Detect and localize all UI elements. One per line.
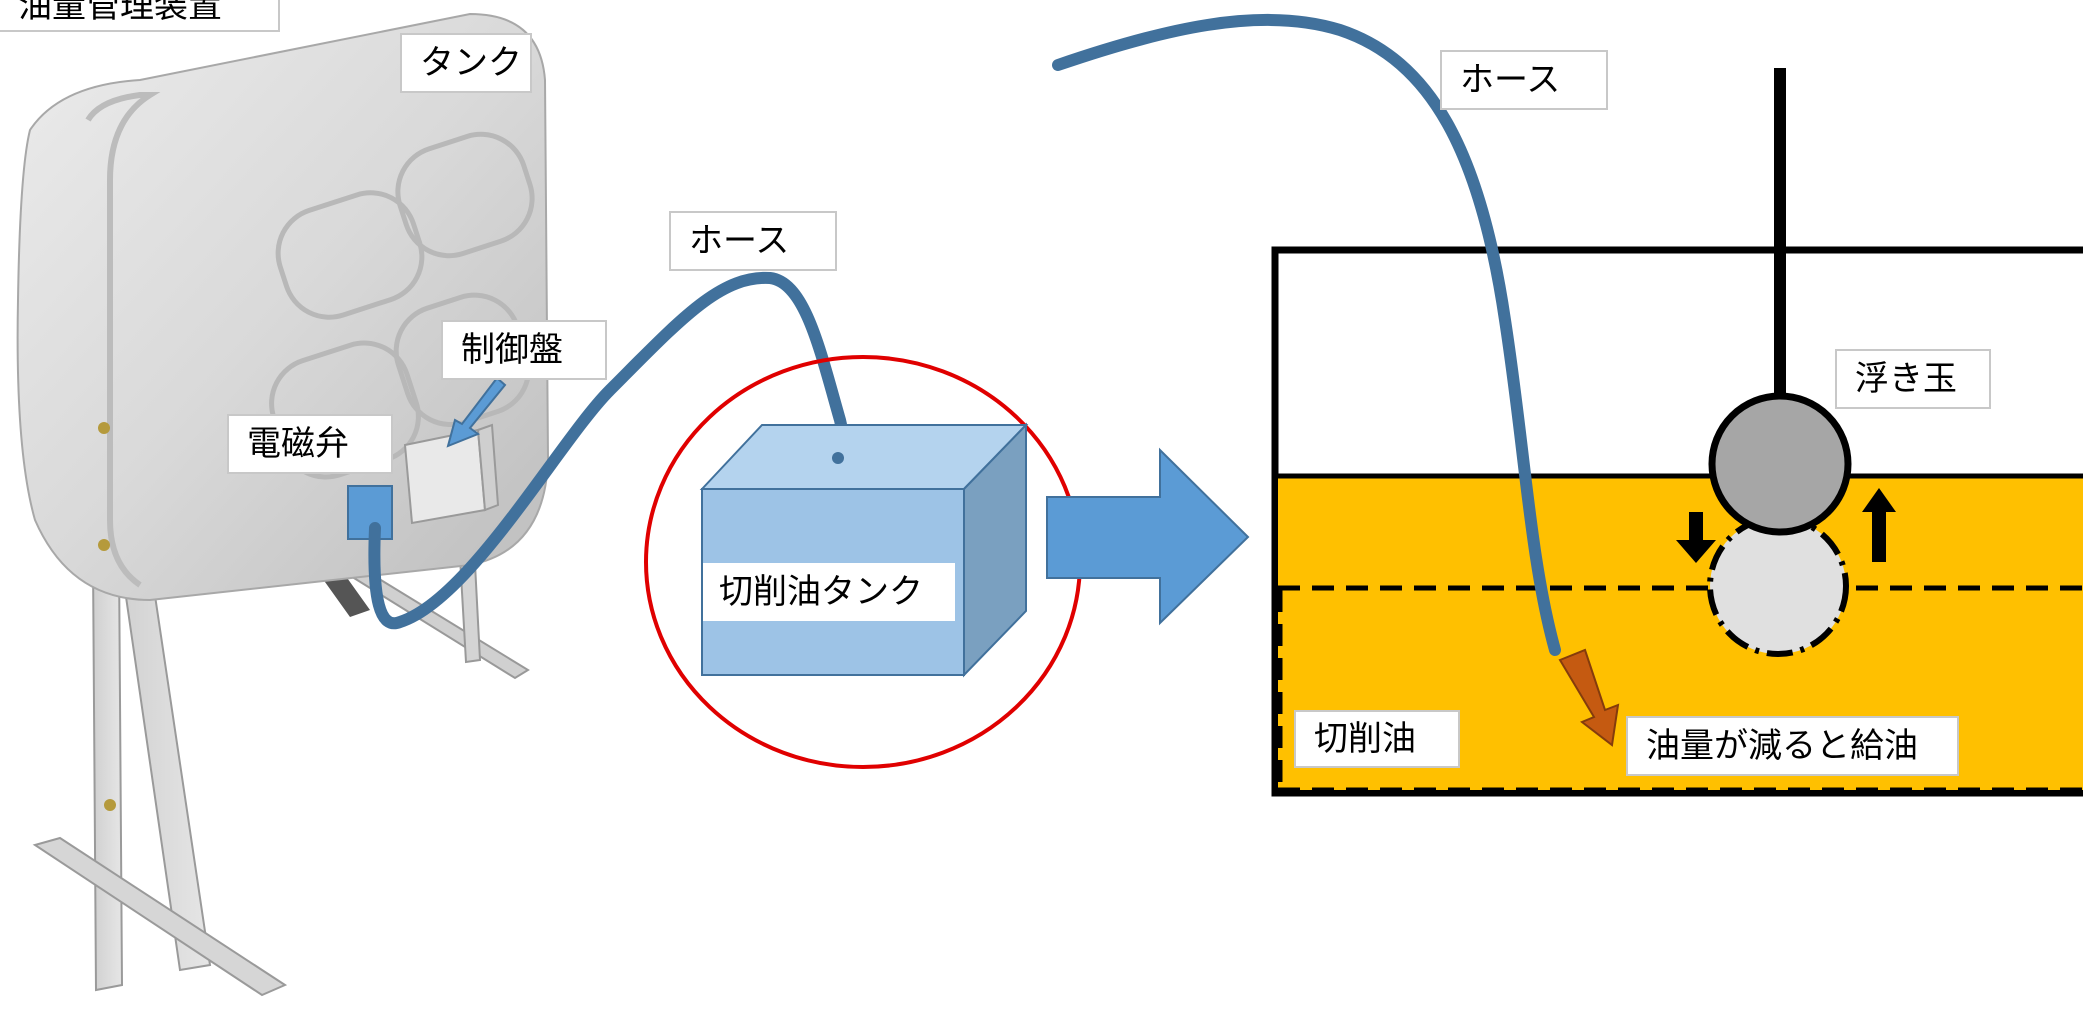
- control-panel-side: [476, 423, 500, 512]
- bolt: [98, 539, 110, 551]
- control-panel-label: 制御盤: [441, 320, 607, 380]
- control-panel-pointer-arrow: [446, 376, 507, 448]
- control-panel-box: [403, 428, 487, 525]
- solenoid-valve-label: 電磁弁: [227, 414, 393, 474]
- container-outline: [1271, 246, 2083, 797]
- oil-management-device-illustration: [16, 12, 550, 997]
- tank-label: タンク: [400, 33, 532, 93]
- hose-left-label: ホース: [669, 211, 837, 271]
- float-ball-label: 浮き玉: [1835, 349, 1991, 409]
- hose-right-label: ホース: [1440, 50, 1608, 110]
- cutting-oil-tank-cube: [699, 422, 1029, 678]
- device-title-label: 油量管理装置: [0, 0, 280, 32]
- down-arrow-icon: [1676, 512, 1716, 563]
- bolt: [98, 422, 110, 434]
- hose-right: [1052, 13, 1561, 656]
- bolt: [104, 799, 116, 811]
- refill-note-label: 油量が減ると給油: [1626, 716, 1959, 776]
- right-arrow-icon: [1046, 447, 1250, 626]
- float-ball: [1708, 392, 1852, 536]
- hose-left: [368, 271, 849, 630]
- tank-panel: [395, 131, 535, 259]
- float-ball-lowered: [1707, 515, 1849, 657]
- cutting-oil-label: 切削油: [1294, 710, 1460, 768]
- hose-inlet: [832, 452, 844, 464]
- stand-foot: [32, 836, 288, 997]
- tank-rim: [85, 92, 161, 588]
- cutting-oil-tank-label: 切削油タンク: [703, 563, 955, 621]
- up-arrow-icon: [1862, 488, 1896, 562]
- nozzle-arrow: [1558, 648, 1620, 747]
- tank-panel: [275, 190, 425, 320]
